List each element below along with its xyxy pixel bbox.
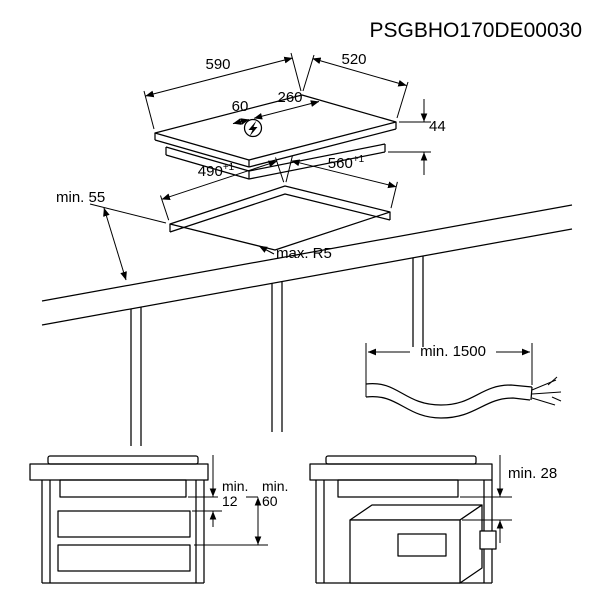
oven-installation-section: min. 28 xyxy=(309,455,557,584)
oven-clearance-label: min. 28 xyxy=(508,465,557,482)
hob-body-section-right xyxy=(337,479,459,498)
dim-height: 44 xyxy=(388,99,446,175)
drawer-upper xyxy=(57,510,191,538)
dim-conn-right-label: 260 xyxy=(277,89,302,106)
dim-gap-12: min. 12 xyxy=(188,455,248,527)
cable-drawing xyxy=(365,376,562,419)
hob-isometric-view: 590 520 60 260 44 xyxy=(143,51,446,180)
hob-profile xyxy=(47,455,199,465)
clearance-60-value: 60 xyxy=(262,493,278,509)
dim-width: 590 xyxy=(143,52,302,130)
worktop-front-edge xyxy=(41,204,573,302)
dim-depth: 520 xyxy=(302,51,409,119)
corner-radius-note: max. R5 xyxy=(258,245,332,262)
dim-front-clearance: min. 55 xyxy=(56,189,167,281)
dim-depth-label: 520 xyxy=(341,51,366,68)
gap-12-prefix: min. xyxy=(222,478,248,494)
dim-cutout-left: 490+1 xyxy=(160,157,285,221)
lightning-icon xyxy=(243,118,263,138)
hob-body-section xyxy=(59,479,187,498)
dim-width-label: 590 xyxy=(205,56,230,73)
worktop-section xyxy=(29,463,209,481)
cable-length-label: min. 1500 xyxy=(420,343,486,360)
dim-cutout-right: 560+1 xyxy=(285,154,398,209)
oven-control-panel xyxy=(397,533,447,557)
worktop-cutout-view: 490+1 560+1 min. 55 max. R5 xyxy=(41,154,573,446)
dim-clearance-60: min. 60 xyxy=(194,478,288,546)
dim-conn-left-label: 60 xyxy=(232,98,249,115)
drawer-lower xyxy=(57,544,191,572)
dim-cutout-right-label: 560+1 xyxy=(328,154,365,172)
clearance-60-prefix: min. xyxy=(262,478,288,494)
cable-length-detail: min. 1500 xyxy=(365,343,562,419)
hob-profile-right xyxy=(325,455,477,465)
gap-12-value: 12 xyxy=(222,493,238,509)
front-clearance-label: min. 55 xyxy=(56,189,105,206)
corner-radius-label: max. R5 xyxy=(276,245,332,262)
oven-drawing xyxy=(349,504,497,584)
dim-height-label: 44 xyxy=(429,118,446,135)
worktop-section-right xyxy=(309,463,493,481)
dim-cutout-left-label: 490+1 xyxy=(198,162,235,180)
document-code: PSGBHO170DE00030 xyxy=(370,19,582,42)
dim-clearance-28: min. 28 xyxy=(460,455,557,543)
drawer-installation-section: min. 12 min. 60 xyxy=(29,455,288,584)
mounting-bracket xyxy=(479,530,497,550)
power-connection-position: 60 260 xyxy=(232,89,320,138)
